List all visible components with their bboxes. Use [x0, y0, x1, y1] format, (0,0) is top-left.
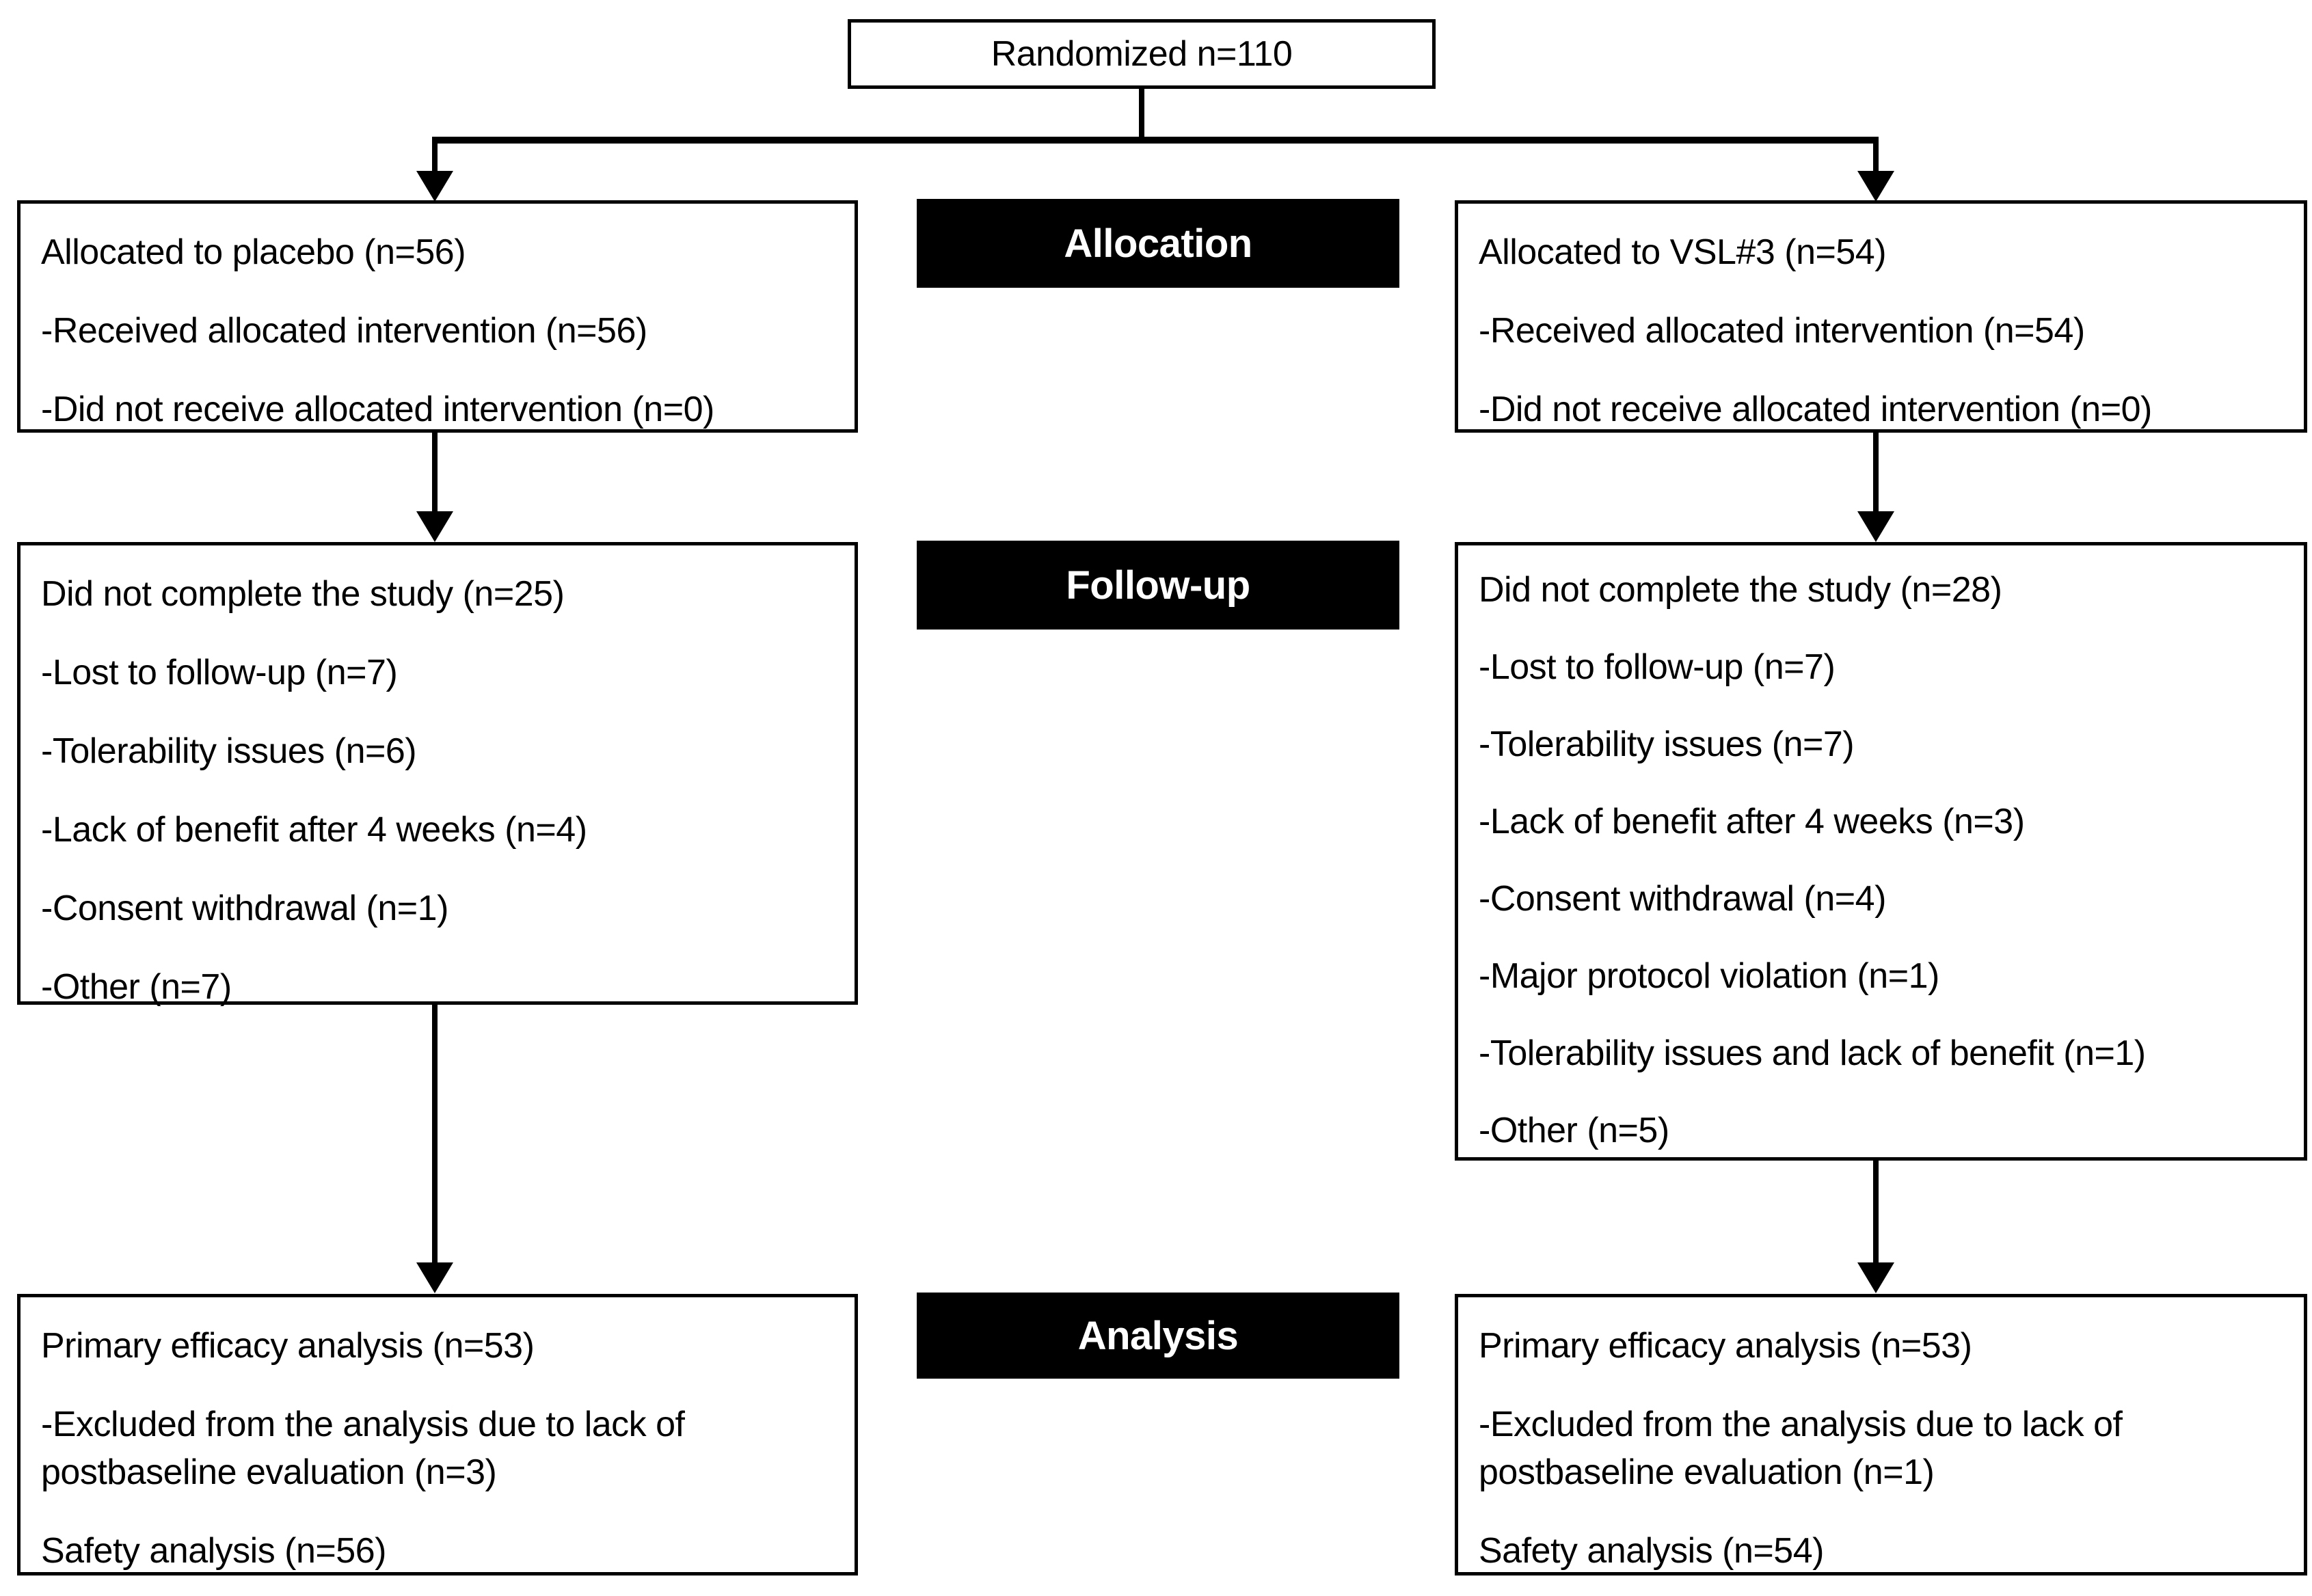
vsl3-allocation-title: Allocated to VSL#3 (n=54) — [1479, 232, 1887, 272]
connector-left-followup — [432, 433, 438, 513]
placebo-followup-item: -Other (n=7) — [41, 967, 232, 1007]
connector-left-analysis — [432, 1005, 438, 1264]
arrowhead — [416, 1262, 453, 1293]
connector-trunk — [1139, 87, 1144, 142]
vsl3-followup-box: Did not complete the study (n=28) -Lost … — [1455, 542, 2307, 1161]
connector-right-followup — [1873, 433, 1879, 513]
vsl3-followup-item: -Tolerability issues and lack of benefit… — [1479, 1033, 2146, 1073]
connector-right-analysis — [1873, 1161, 1879, 1264]
connector-left-branch — [432, 137, 438, 174]
vsl3-analysis-item: Safety analysis (n=54) — [1479, 1531, 1824, 1571]
vsl3-analysis-box: Primary efficacy analysis (n=53) -Exclud… — [1455, 1294, 2307, 1575]
stage-label-followup-text: Follow-up — [1066, 563, 1250, 608]
vsl3-followup-item: -Major protocol violation (n=1) — [1479, 956, 1939, 996]
vsl3-followup-title: Did not complete the study (n=28) — [1479, 570, 2002, 610]
vsl3-allocation-item: -Received allocated intervention (n=54) — [1479, 311, 2085, 351]
placebo-allocation-item: -Did not receive allocated intervention … — [41, 390, 714, 429]
stage-label-followup: Follow-up — [917, 541, 1399, 630]
vsl3-allocation-item: -Did not receive allocated intervention … — [1479, 390, 2152, 429]
placebo-analysis-item: Safety analysis (n=56) — [41, 1531, 386, 1571]
randomized-label: Randomized n=110 — [991, 34, 1293, 74]
placebo-analysis-item: Primary efficacy analysis (n=53) — [41, 1326, 535, 1366]
vsl3-followup-item: -Other (n=5) — [1479, 1111, 1669, 1150]
placebo-followup-item: -Tolerability issues (n=6) — [41, 731, 417, 771]
stage-label-analysis-text: Analysis — [1077, 1313, 1239, 1358]
placebo-analysis-box: Primary efficacy analysis (n=53) -Exclud… — [17, 1294, 858, 1575]
vsl3-followup-item: -Consent withdrawal (n=4) — [1479, 879, 1886, 919]
vsl3-analysis-item: Primary efficacy analysis (n=53) — [1479, 1326, 1972, 1366]
vsl3-followup-item: -Lost to follow-up (n=7) — [1479, 647, 1836, 687]
placebo-followup-box: Did not complete the study (n=25) -Lost … — [17, 542, 858, 1007]
placebo-analysis-item: -Excluded from the analysis due to lack … — [41, 1405, 685, 1492]
placebo-followup-title: Did not complete the study (n=25) — [41, 574, 565, 614]
arrowhead — [1857, 1262, 1894, 1293]
arrowhead — [416, 171, 453, 202]
randomized-box: Randomized n=110 — [848, 19, 1436, 89]
vsl3-allocation-box: Allocated to VSL#3 (n=54) -Received allo… — [1455, 200, 2307, 433]
connector-split — [432, 137, 1879, 144]
arrowhead — [1857, 511, 1894, 542]
vsl3-followup-item: -Tolerability issues (n=7) — [1479, 725, 1855, 764]
placebo-followup-item: -Lack of benefit after 4 weeks (n=4) — [41, 810, 587, 850]
placebo-followup-item: -Consent withdrawal (n=1) — [41, 889, 448, 928]
stage-label-allocation: Allocation — [917, 199, 1399, 288]
stage-label-allocation-text: Allocation — [1064, 221, 1252, 266]
vsl3-analysis-item: -Excluded from the analysis due to lack … — [1479, 1405, 2123, 1492]
placebo-allocation-title: Allocated to placebo (n=56) — [41, 232, 466, 272]
placebo-followup-item: -Lost to follow-up (n=7) — [41, 653, 398, 692]
placebo-allocation-item: -Received allocated intervention (n=56) — [41, 311, 647, 351]
placebo-allocation-box: Allocated to placebo (n=56) -Received al… — [17, 200, 858, 433]
connector-right-branch — [1873, 137, 1879, 174]
vsl3-followup-item: -Lack of benefit after 4 weeks (n=3) — [1479, 802, 2025, 841]
stage-label-analysis: Analysis — [917, 1293, 1399, 1379]
arrowhead — [1857, 171, 1894, 202]
arrowhead — [416, 511, 453, 542]
